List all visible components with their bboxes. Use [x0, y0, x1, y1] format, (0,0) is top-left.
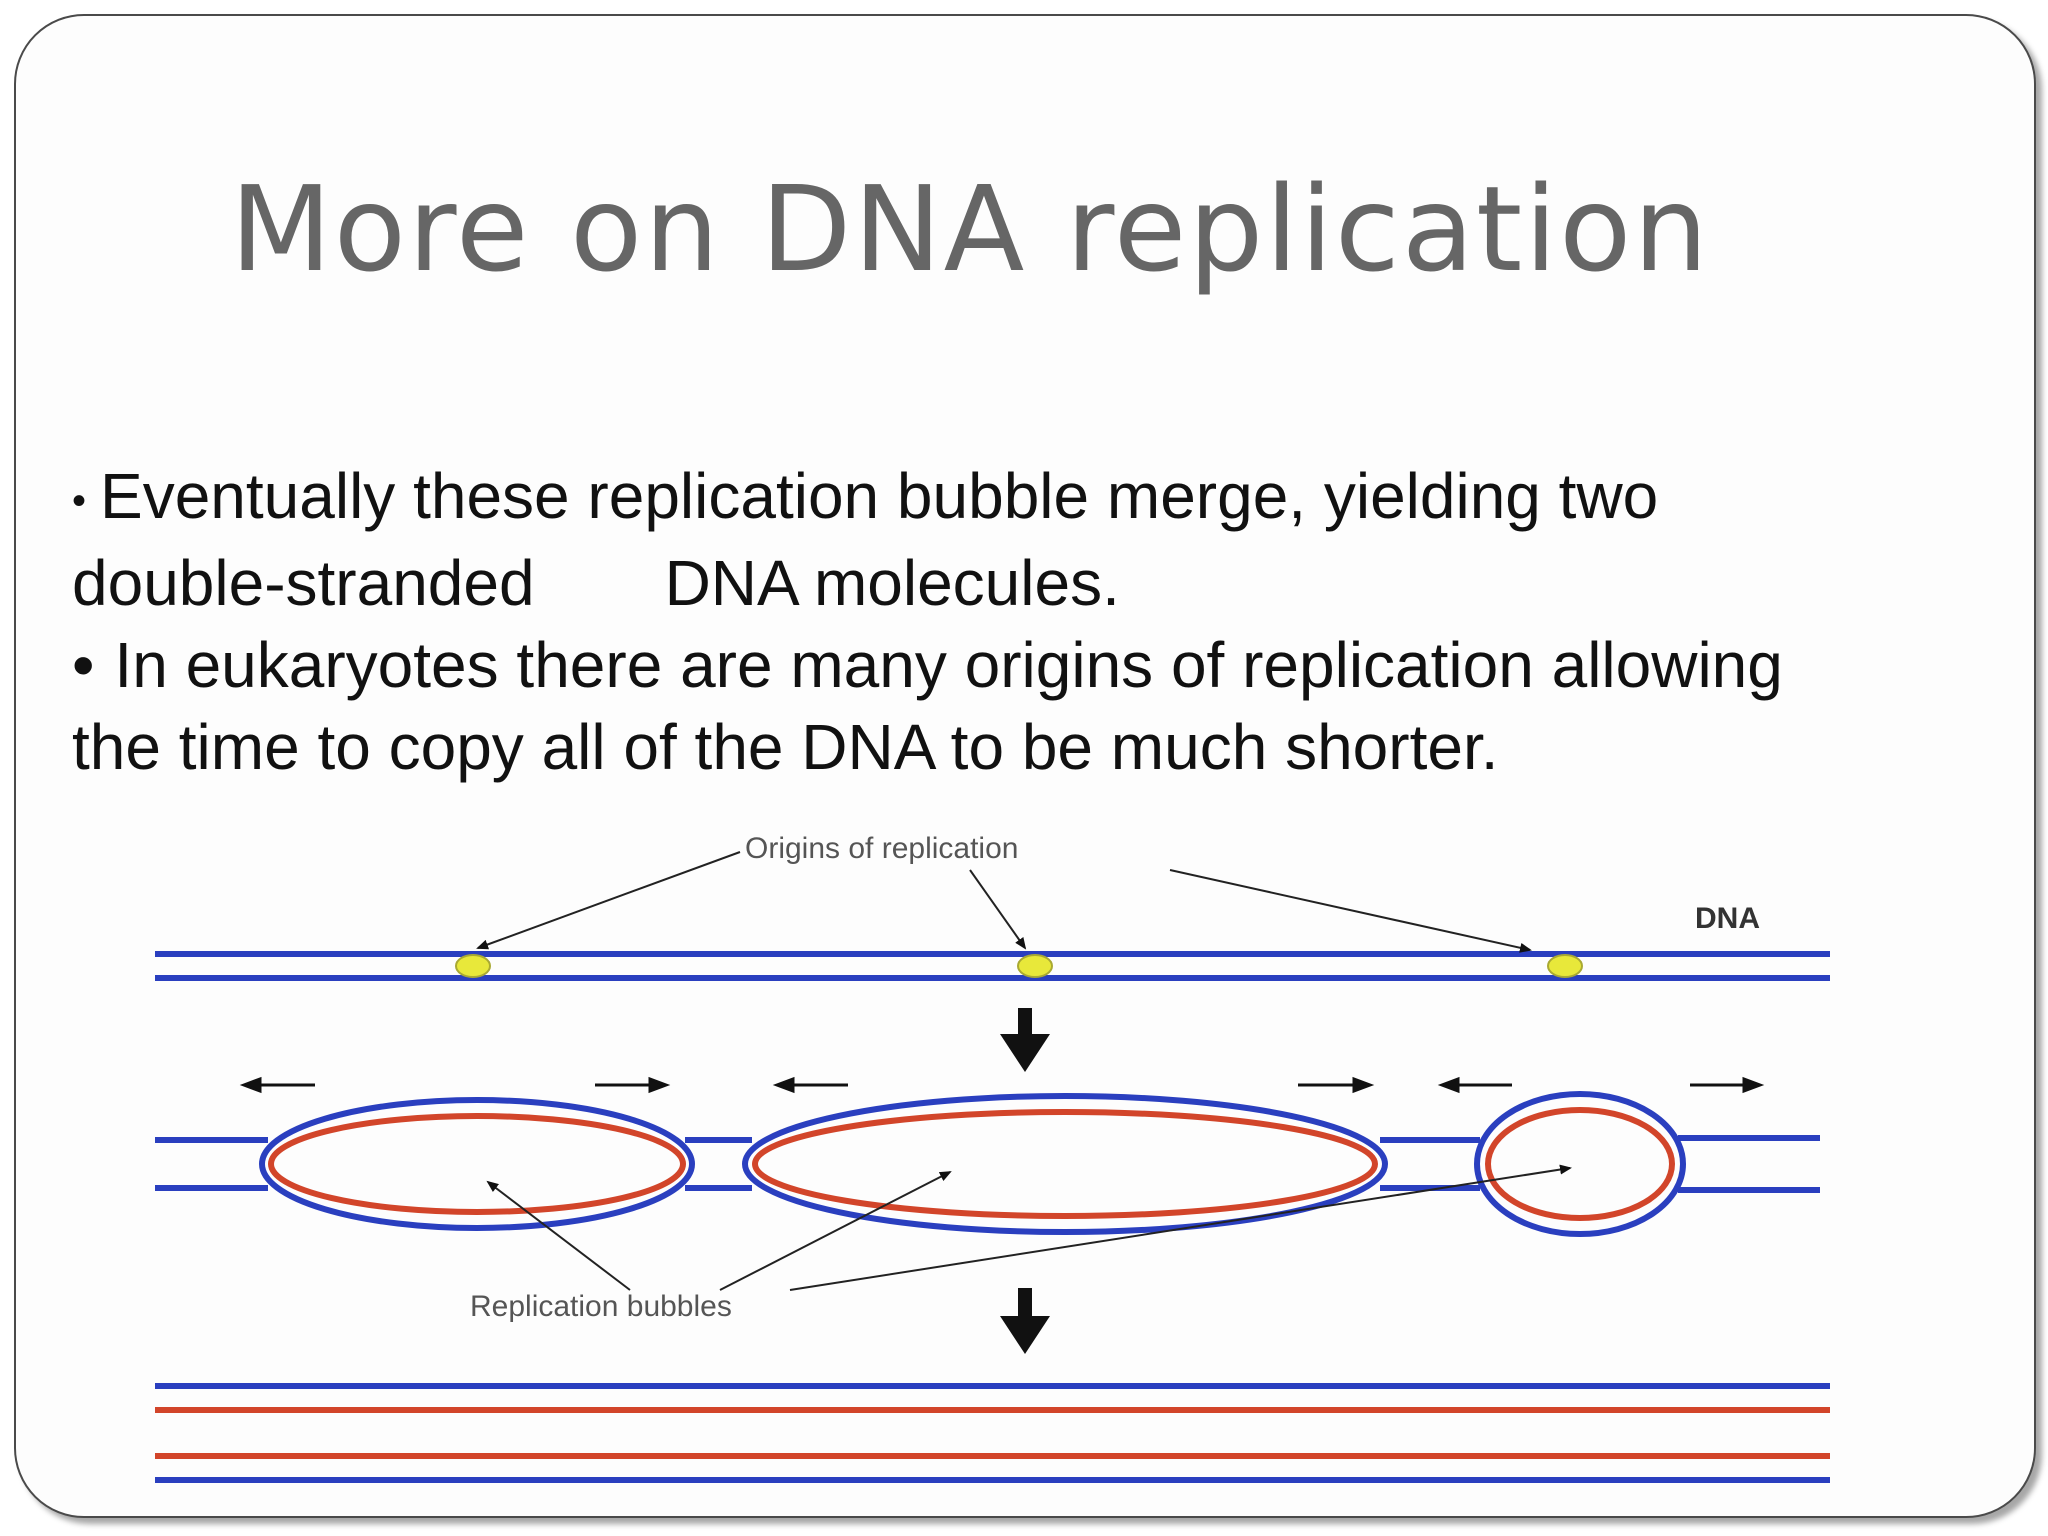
- down-arrow-2: [1000, 1288, 1050, 1354]
- label-origins-of-replication: Origins of replication: [745, 832, 1018, 865]
- bullet-1-text-cont-a: double-stranded: [72, 547, 535, 620]
- replication-bubbles-stage: [155, 1091, 1820, 1237]
- bullet-1-text-cont-b: DNA molecules.: [664, 547, 1120, 620]
- origin-dot-1: [455, 954, 491, 978]
- bubble-1-new: [268, 1113, 686, 1215]
- origin-pointer-2: [969, 869, 1027, 950]
- origin-dot-3: [1547, 954, 1583, 978]
- fork-direction-arrows: [239, 1076, 1765, 1094]
- bullet-1-line-1: • Eventually these replication bubble mer…: [72, 455, 1972, 542]
- bullet-1-text: Eventually these replication bubble merg…: [100, 460, 1659, 532]
- bubble-pointer-1: [486, 1180, 631, 1291]
- bullet-2-line-2: the time to copy all of the DNA to be mu…: [72, 706, 1972, 788]
- bubble-2-parental: [742, 1093, 1388, 1235]
- label-dna: DNA: [1695, 902, 1760, 935]
- bullet-2-text-cont: the time to copy all of the DNA to be mu…: [72, 711, 1499, 784]
- bullet-2-line-1: • In eukaryotes there are many origins of…: [72, 624, 1972, 706]
- daughter-dna-molecules: [155, 1383, 1830, 1483]
- bubble-2-new: [752, 1109, 1378, 1219]
- down-arrow-1: [1000, 1008, 1050, 1072]
- bullet-2-text: In eukaryotes there are many origins of …: [114, 629, 1783, 702]
- bubble-pointer-2: [719, 1171, 952, 1291]
- origin-dot-2: [1017, 954, 1053, 978]
- bullet-marker: •: [72, 629, 95, 702]
- slide-title: More on DNA replication: [230, 160, 1711, 298]
- bullet-1-line-2: double-stranded DNA molecules.: [72, 542, 1972, 624]
- bubble-pointer-3: [789, 1164, 1572, 1291]
- slide-frame: [14, 14, 2036, 1518]
- origin-pointer-1: [476, 851, 741, 950]
- label-replication-bubbles: Replication bubbles: [470, 1290, 732, 1323]
- origin-pointer-3: [1169, 869, 1532, 953]
- bubble-1-parental: [259, 1097, 695, 1231]
- bubble-3-parental: [1474, 1091, 1686, 1237]
- parental-dna: [155, 951, 1830, 981]
- bullet-marker: •: [72, 479, 87, 524]
- bullet-list: • Eventually these replication bubble mer…: [72, 455, 1972, 788]
- bubble-3-new: [1485, 1107, 1675, 1221]
- dna-replication-diagram: Origins of replication DNA Replication b…: [155, 832, 1830, 1483]
